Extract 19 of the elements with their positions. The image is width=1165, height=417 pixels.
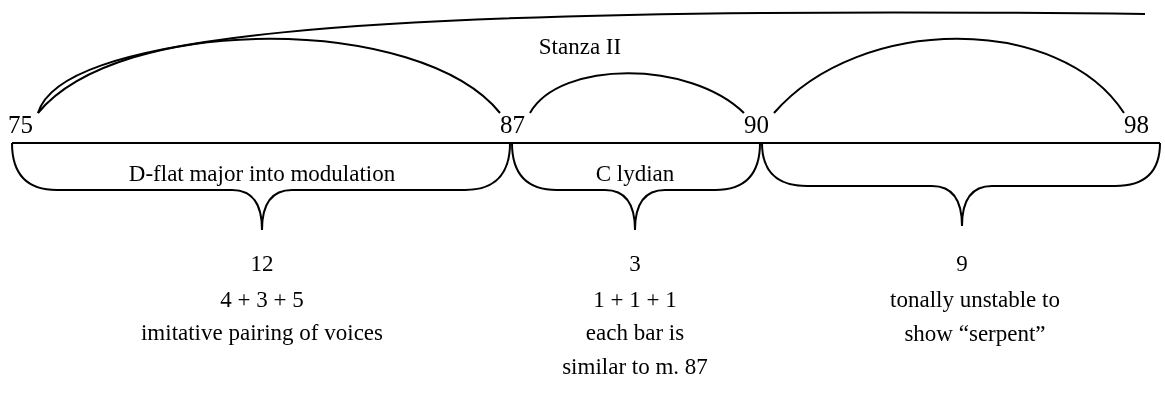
- annotation-text: imitative pairing of voices: [140, 319, 384, 347]
- annotation-text: 12: [250, 250, 274, 278]
- annotation-text: each bar is similar to m. 87: [561, 319, 709, 381]
- slur-arc: [37, 11, 1146, 114]
- annotation-text: tonally unstable to show “serpent”: [890, 286, 1060, 348]
- annotation-text: D-flat major into modulation: [128, 160, 396, 188]
- annotation-text: 1 + 1 + 1: [593, 286, 677, 314]
- slur-arc: [37, 37, 501, 114]
- annotation-text: C lydian: [595, 160, 675, 188]
- annotation-text: Stanza II: [538, 33, 622, 61]
- annotation-text: 3: [629, 250, 641, 278]
- measure-number: 90: [744, 112, 769, 137]
- measure-number: 98: [1124, 112, 1149, 137]
- slur-arc: [529, 72, 745, 114]
- slur-arc: [773, 37, 1125, 114]
- annotation-text: 4 + 3 + 5: [220, 286, 304, 314]
- measure-number: 87: [500, 112, 525, 137]
- measure-number: 75: [8, 112, 33, 137]
- annotation-text: 9: [956, 250, 968, 278]
